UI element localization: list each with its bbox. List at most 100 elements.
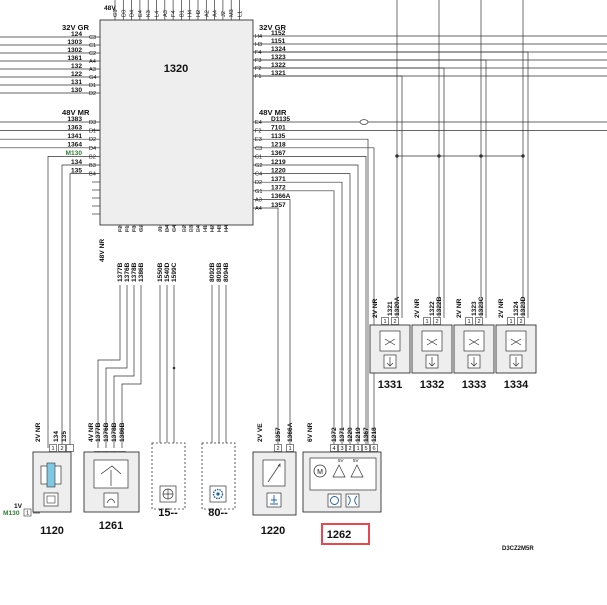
- junction-dot: [172, 366, 176, 370]
- ecu-bottom-pin: F3: [132, 225, 138, 232]
- ecu-right-top-wire-label: 1151: [271, 38, 286, 45]
- actuator-1332-connector: 2V NR: [414, 298, 421, 318]
- ecu-right-mid-wire-label: 1371: [271, 176, 286, 183]
- component-1262-pin: 2: [348, 446, 351, 452]
- wire-1371: [253, 181, 343, 448]
- ecu-left-top-wire-label: 132: [71, 63, 82, 70]
- fan-blades-icon: [163, 489, 173, 499]
- ecu-top-pin: H4: [188, 10, 194, 17]
- ecu-right-mid-pin: E4: [255, 120, 262, 126]
- component-1261-connector: 4V NR: [88, 422, 95, 442]
- component-1220-label: 1220: [261, 525, 285, 537]
- wire-1366A: [253, 199, 291, 448]
- actuator-1333-label: 1333: [462, 379, 486, 391]
- component-1262-icon-frame-b: [345, 493, 360, 508]
- actuator-1334-pin: 2: [519, 319, 522, 325]
- ecu-right-top-pin: H4: [255, 34, 262, 40]
- ecu-left-top-wire-label: 1302: [67, 47, 82, 54]
- ecu-right-mid-connector: 48V MR: [259, 108, 287, 117]
- wire-1323: [253, 59, 487, 318]
- actuator-1332-pin-box: [433, 317, 441, 325]
- component-1220-pin-box: [274, 444, 282, 452]
- ecu-bottom-pin: F1: [125, 225, 131, 232]
- ecu-right-mid-pin: G2: [255, 163, 262, 169]
- ecu-left-top-wire-label: 130: [71, 87, 82, 94]
- variable-resistor-icon: [267, 463, 281, 483]
- ecu-top-pin: D3: [121, 10, 127, 17]
- component-1261-wire: 1376B: [103, 422, 110, 442]
- ground-inner-icon: [46, 495, 56, 504]
- ecu-right-top-pin: F4: [255, 50, 262, 56]
- ecu-right-top-pin: F3: [255, 58, 262, 64]
- actuator-1332-pin: 1: [425, 319, 428, 325]
- wire-135: [69, 173, 100, 448]
- ecu-left-mid-wire-label: 1363: [67, 124, 82, 131]
- ecu-bottom-wire-label: 1386B: [138, 262, 145, 282]
- throttle-sensor-triangles-icon: [332, 464, 364, 478]
- actuator-1333-symbol: [463, 330, 485, 352]
- ecu-bottom-wire-label: 1376B: [124, 262, 131, 282]
- ecu-right-mid-wire-label: 7101: [271, 124, 286, 131]
- component-1120-wire: 135: [61, 431, 68, 442]
- ecu-left-mid-wire-label: M130: [66, 150, 83, 157]
- ecu-bottom-wire-label: 8092B: [209, 262, 216, 282]
- ecu-right-top-wire-label: 1322: [271, 62, 286, 69]
- ecu-right-mid-wire-label: 1219: [271, 159, 286, 166]
- ecu-right-mid-pin: C4: [255, 172, 262, 178]
- component-1262-pin: 1: [356, 446, 359, 452]
- component-1261-wire: 1378B: [111, 422, 118, 442]
- ecu-right-mid-wire-label: 1218: [271, 142, 286, 149]
- actuator-1331-label: 1331: [378, 379, 402, 391]
- fuse-icon: [46, 462, 56, 488]
- ecu-top-pin: A4: [213, 10, 219, 17]
- component-1262-icon-frame-a: [327, 493, 342, 508]
- ecu-right-mid-wire-label: 1357: [271, 202, 286, 209]
- wire-m130: [47, 156, 100, 448]
- component-1220-wire: 1366A: [287, 422, 294, 442]
- ecu-bottom-pin-extra: E3: [189, 225, 195, 232]
- ecu-right-mid-pin: A4: [255, 206, 262, 212]
- ecu-bottom-pin: C4: [172, 225, 178, 232]
- actuator-1334-pin-box: [507, 317, 515, 325]
- component-80-label: 80--: [208, 507, 228, 519]
- ecu-bottom-pin: H2: [210, 225, 216, 232]
- variable-resistor-arrow-icon: [277, 463, 281, 467]
- component-1262-pin: 3: [340, 446, 343, 452]
- ecu-bottom-wire-label: 8093B: [216, 262, 223, 282]
- component-1120-wire: 134: [53, 431, 60, 442]
- component-1262-pin-box: [338, 444, 346, 452]
- ecu-left-top-pin: D2: [89, 91, 96, 97]
- ecu-top-pin: L1: [238, 11, 244, 17]
- ecu-right-mid-wire-label: 1366A: [271, 193, 291, 200]
- ecu-bottom-pin: J1: [158, 226, 164, 232]
- component-1262-pin: 6: [372, 446, 375, 452]
- component-1120-side-pin: 1: [26, 511, 29, 517]
- actuator-1331-symbol: [379, 330, 401, 352]
- actuator-1333-wire: 1323: [471, 301, 478, 316]
- actuator-1333-connector: 2V NR: [456, 298, 463, 318]
- junction-dot: [395, 154, 399, 158]
- component-1120-pin-box: [49, 444, 57, 452]
- ecu-left-top-connector: 32V GR: [62, 23, 90, 32]
- actuator-1334-label: 1334: [504, 379, 529, 391]
- component-1261-icon-frame: [103, 492, 119, 508]
- ecu-right-mid-pin: A3: [255, 197, 262, 203]
- ecu-bottom-pin-extra: E4: [196, 225, 202, 232]
- ecu-right-top-pin: F1: [255, 74, 262, 80]
- ecu-bottom-pin: H3: [217, 225, 223, 232]
- ecu-1320-label: 1320: [164, 63, 188, 75]
- wire-1321: [253, 75, 403, 318]
- wiring-lines: [0, 0, 607, 514]
- ecu-left-top-pin: C3: [89, 35, 96, 41]
- ecu-left-mid-pin: B3: [89, 163, 96, 169]
- injector-spray-icon: [428, 357, 436, 367]
- component-1262-highlight: [321, 523, 370, 545]
- ecu-left-top-wire-label: 131: [71, 79, 82, 86]
- actuator-1331-pin: 2: [393, 319, 396, 325]
- throttle-valve-icon: [347, 495, 358, 506]
- ecu-left-mid-pin: B4: [89, 172, 96, 178]
- component-1262-wire: 1220: [347, 427, 354, 442]
- ecu-bottom-pin-extra: H1: [203, 225, 209, 232]
- actuator-1334-pin-box: [517, 317, 525, 325]
- ecu-top-pin: B1: [179, 10, 185, 17]
